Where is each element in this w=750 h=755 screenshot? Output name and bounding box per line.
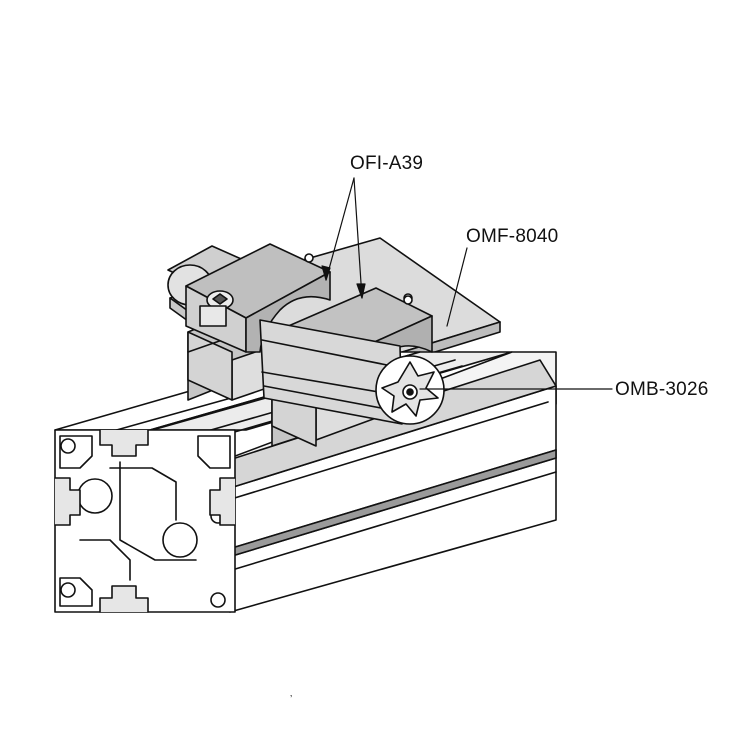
callout-label-ofi-a39: OFI-A39	[350, 153, 424, 174]
arrow-ofi-rear	[321, 265, 331, 281]
leader-ofi-rear	[325, 177, 355, 281]
callout-label-omb-3026: OMB-3026	[615, 379, 709, 400]
leader-omf	[446, 247, 468, 327]
stray-mark: ’	[290, 694, 293, 705]
round-bar	[259, 319, 445, 425]
callout-label-omf-8040: OMF-8040	[466, 226, 559, 247]
rear-clamp	[167, 243, 331, 401]
arrow-ofi-front	[356, 283, 366, 299]
leader-lines	[321, 177, 613, 390]
leader-ofi-front	[353, 177, 363, 299]
